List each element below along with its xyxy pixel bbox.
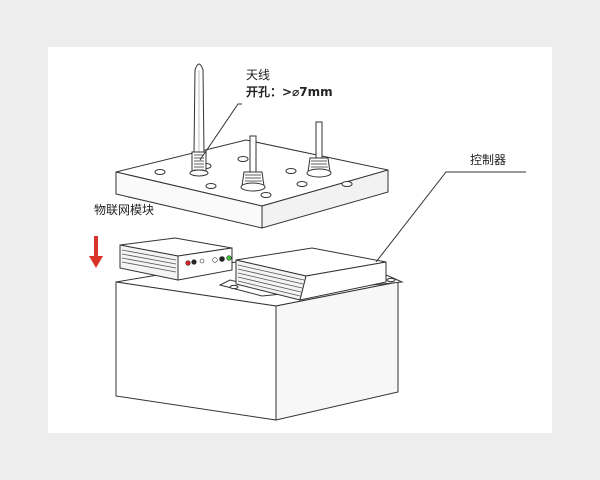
label-iot-module: 物联网模块 — [94, 203, 154, 217]
cable-gland-left — [240, 135, 266, 192]
label-antenna-hole: 开孔：>⌀7mm — [246, 85, 333, 99]
controller-unit — [218, 247, 404, 301]
label-antenna: 天线 — [246, 68, 270, 82]
led-black — [191, 259, 197, 265]
plate-holes — [154, 156, 353, 198]
cable-gland-right — [306, 121, 332, 178]
led-green — [226, 255, 232, 261]
down-arrow-icon — [89, 236, 103, 268]
antenna — [189, 63, 209, 177]
led-red — [185, 260, 191, 266]
iot-module — [119, 237, 233, 281]
label-controller: 控制器 — [470, 153, 506, 167]
leader-lines — [199, 103, 526, 263]
